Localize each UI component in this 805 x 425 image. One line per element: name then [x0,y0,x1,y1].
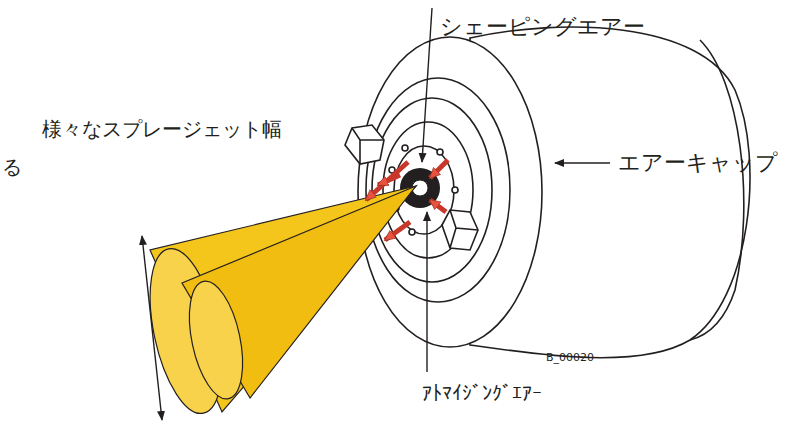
shaping-air-label: シェーピングエアー [440,14,645,39]
air-flow-arrows [366,160,448,240]
cut-off-text: る [2,156,22,179]
spray-width-label: 様々なスプレージェット幅 [42,118,282,141]
figure-code: B_00020 [546,352,594,365]
spray-cones [137,186,416,420]
atomizing-air-label: ｱﾄﾏｲｼﾞﾝｸﾞｴｱｰ [422,382,542,405]
leader-lines [142,8,610,420]
air-cap-label: エアーキャップ [618,150,778,175]
